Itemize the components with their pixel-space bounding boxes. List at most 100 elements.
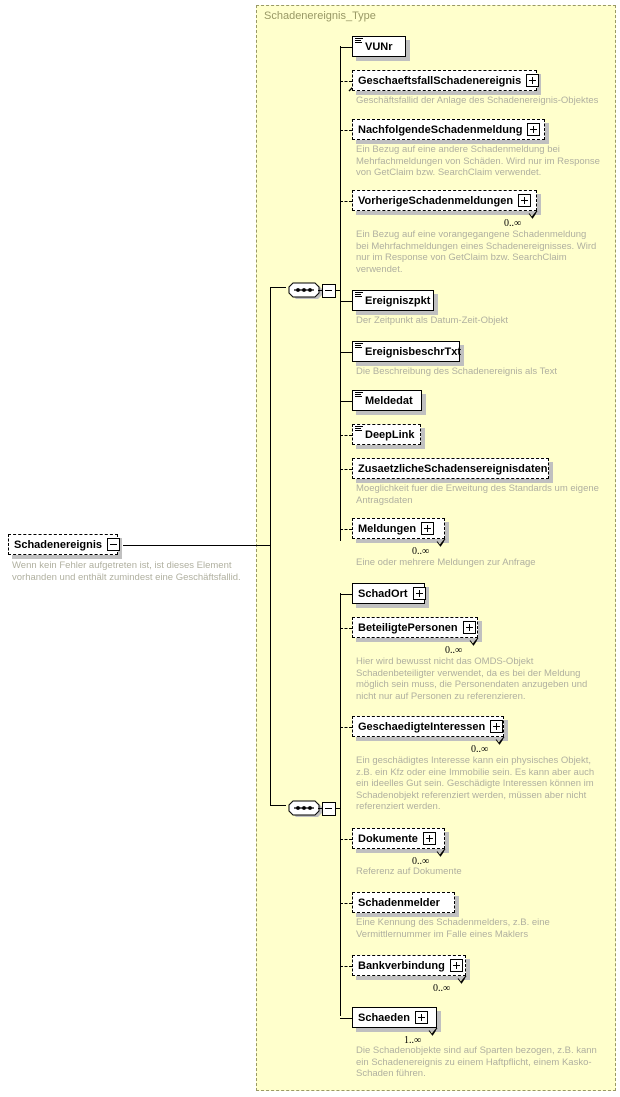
connector-stub-bankverbindung xyxy=(340,966,352,967)
expand-plus-icon[interactable] xyxy=(526,74,540,87)
element-node-beteiligtepersonen[interactable]: BeteiligtePersonen xyxy=(352,617,482,642)
element-documentation: Ein Bezug auf eine andere Schadenmeldung… xyxy=(356,144,600,178)
child-bus-group-1 xyxy=(340,46,341,541)
element-node-nachfolgendeschadenmeldung[interactable]: NachfolgendeSchadenmeldung xyxy=(352,119,549,144)
connector-stub-ereigniszpkt xyxy=(340,301,352,302)
element-box-beteiligtepersonen[interactable]: BeteiligtePersonen xyxy=(352,617,478,638)
element-box-ereignisbeschrtxt[interactable]: EreignisbeschrTxt xyxy=(352,341,461,362)
connector-sequence2-out xyxy=(335,808,341,809)
root-element-schadenereignis[interactable]: Schadenereignis xyxy=(8,534,122,559)
connector-stub-schadenmelder xyxy=(340,903,352,904)
element-label: VUNr xyxy=(365,40,393,53)
element-box-bankverbindung[interactable]: Bankverbindung xyxy=(352,955,466,976)
sequence-2-collapse-button[interactable] xyxy=(322,802,336,821)
expand-plus-icon[interactable] xyxy=(518,194,532,207)
simple-type-lines-icon xyxy=(355,392,363,398)
connector-stub-vunr xyxy=(340,47,352,48)
expand-plus-icon[interactable] xyxy=(421,522,435,535)
element-box-nachfolgendeschadenmeldung[interactable]: NachfolgendeSchadenmeldung xyxy=(352,119,545,140)
expand-plus-icon[interactable] xyxy=(449,959,463,972)
element-label: Dokumente xyxy=(358,832,418,845)
element-box-vunr[interactable]: VUNr xyxy=(352,36,406,57)
element-node-vunr[interactable]: VUNr xyxy=(352,36,410,61)
sequence-compositor-1[interactable] xyxy=(285,276,330,305)
collapse-minus-icon[interactable] xyxy=(322,284,336,298)
occurrence-label: 0..∞ xyxy=(445,645,463,656)
element-box-vorherigeschadenmeldungen[interactable]: VorherigeSchadenmeldungen xyxy=(352,190,537,211)
element-label: SchadOrt xyxy=(358,587,408,600)
occurrence-label: 0..∞ xyxy=(471,744,489,755)
element-box-zusaetzlicheschadensereignisdaten[interactable]: ZusaetzlicheSchadensereignisdaten xyxy=(352,458,549,479)
connector-stub-schadort xyxy=(340,594,352,595)
connector-stub-ereignisbeschrtxt xyxy=(340,352,352,353)
collapse-minus-icon[interactable] xyxy=(322,802,336,816)
element-label: Meldedat xyxy=(365,394,413,407)
occurrence-label: 0..∞ xyxy=(412,546,430,557)
expand-plus-icon[interactable] xyxy=(422,832,436,845)
element-box-geschaeftsfallschadenereignis[interactable]: GeschaeftsfallSchadenereignis xyxy=(352,70,540,91)
element-label: Schadenmelder xyxy=(358,896,440,909)
connector-stub-vorherigeschadenmeldungen xyxy=(340,201,352,202)
repeat-loop-icon xyxy=(431,847,449,865)
connector-stub-geschaedigteinteressen xyxy=(340,727,352,728)
collapse-minus-icon[interactable] xyxy=(107,538,121,551)
occurrence-label: 0..∞ xyxy=(412,856,430,867)
connector-root-horizontal xyxy=(123,545,270,546)
element-box-schaeden[interactable]: Schaeden xyxy=(352,1007,437,1028)
element-documentation: Eine oder mehrere Meldungen zur Anfrage xyxy=(356,557,536,568)
connector-stub-geschaeftsfallschadenereignis xyxy=(340,81,352,82)
expand-plus-icon[interactable] xyxy=(490,720,504,733)
element-node-schadort[interactable]: SchadOrt xyxy=(352,583,429,608)
element-label: Meldungen xyxy=(358,522,417,535)
connector-stub-deeplink xyxy=(340,435,352,436)
connector-sequence1-to-expander xyxy=(318,290,323,291)
element-box-schadort[interactable]: SchadOrt xyxy=(352,583,426,604)
sequence-compositor-2[interactable] xyxy=(285,794,330,823)
element-box-meldedat[interactable]: Meldedat xyxy=(352,390,422,411)
element-node-geschaedigteinteressen[interactable]: GeschaedigteInteressen xyxy=(352,716,508,741)
element-documentation: Ein Bezug auf eine vorangegangene Schade… xyxy=(356,229,597,275)
element-node-bankverbindung[interactable]: Bankverbindung xyxy=(352,955,470,980)
expand-plus-icon[interactable] xyxy=(462,621,476,634)
repeat-loop-icon xyxy=(490,735,508,753)
element-node-meldedat[interactable]: Meldedat xyxy=(352,390,426,415)
element-node-deeplink[interactable]: DeepLink xyxy=(352,424,425,449)
element-documentation: Der Zeitpunkt als Datum-Zeit-Objekt xyxy=(356,315,509,326)
root-element-box[interactable]: Schadenereignis xyxy=(8,534,121,555)
element-label: DeepLink xyxy=(365,428,415,441)
root-element-label: Schadenereignis xyxy=(14,538,103,551)
sequence-1-collapse-button[interactable] xyxy=(322,284,336,303)
repeat-loop-icon xyxy=(431,537,449,555)
element-box-meldungen[interactable]: Meldungen xyxy=(352,518,445,539)
element-node-schadenmelder[interactable]: Schadenmelder xyxy=(352,892,459,917)
expand-plus-icon[interactable] xyxy=(527,123,541,136)
element-box-dokumente[interactable]: Dokumente xyxy=(352,828,445,849)
element-documentation: Die Schadenobjekte sind auf Sparten bezo… xyxy=(356,1045,597,1079)
sequence-icon[interactable] xyxy=(285,276,330,300)
root-element-documentation: Wenn kein Fehler aufgetreten ist, ist di… xyxy=(12,560,241,583)
element-documentation: Geschäftsfallid der Anlage des Schadener… xyxy=(356,95,599,106)
element-box-ereigniszpkt[interactable]: Ereigniszpkt xyxy=(352,290,434,311)
element-box-deeplink[interactable]: DeepLink xyxy=(352,424,421,445)
occurrence-label: 1..∞ xyxy=(404,1035,422,1046)
expand-plus-icon[interactable] xyxy=(414,1011,428,1024)
element-documentation: Eine Kennung des Schadenmelders, z.B. ei… xyxy=(356,917,550,940)
element-node-ereigniszpkt[interactable]: Ereigniszpkt xyxy=(352,290,438,315)
sequence-icon[interactable] xyxy=(285,794,330,818)
element-node-geschaeftsfallschadenereignis[interactable]: GeschaeftsfallSchadenereignis xyxy=(352,70,541,95)
element-node-meldungen[interactable]: Meldungen xyxy=(352,518,449,543)
element-node-dokumente[interactable]: Dokumente xyxy=(352,828,449,853)
element-node-zusaetzlicheschadensereignisdaten[interactable]: ZusaetzlicheSchadensereignisdaten xyxy=(352,458,553,483)
element-box-geschaedigteinteressen[interactable]: GeschaedigteInteressen xyxy=(352,716,504,737)
connector-stub-dokumente xyxy=(340,839,352,840)
element-documentation: Hier wird bewusst nicht das OMDS-Objekt … xyxy=(356,656,588,702)
element-node-ereignisbeschrtxt[interactable]: EreignisbeschrTxt xyxy=(352,341,464,366)
connector-stub-beteiligtepersonen xyxy=(340,628,352,629)
element-node-schaeden[interactable]: Schaeden xyxy=(352,1007,441,1032)
occurrence-label: 0..∞ xyxy=(504,218,522,229)
expand-plus-icon[interactable] xyxy=(412,587,426,600)
element-node-vorherigeschadenmeldungen[interactable]: VorherigeSchadenmeldungen xyxy=(352,190,541,215)
element-box-schadenmelder[interactable]: Schadenmelder xyxy=(352,892,455,913)
connector-sequence2-to-expander xyxy=(318,808,323,809)
element-label: Schaeden xyxy=(358,1011,410,1024)
